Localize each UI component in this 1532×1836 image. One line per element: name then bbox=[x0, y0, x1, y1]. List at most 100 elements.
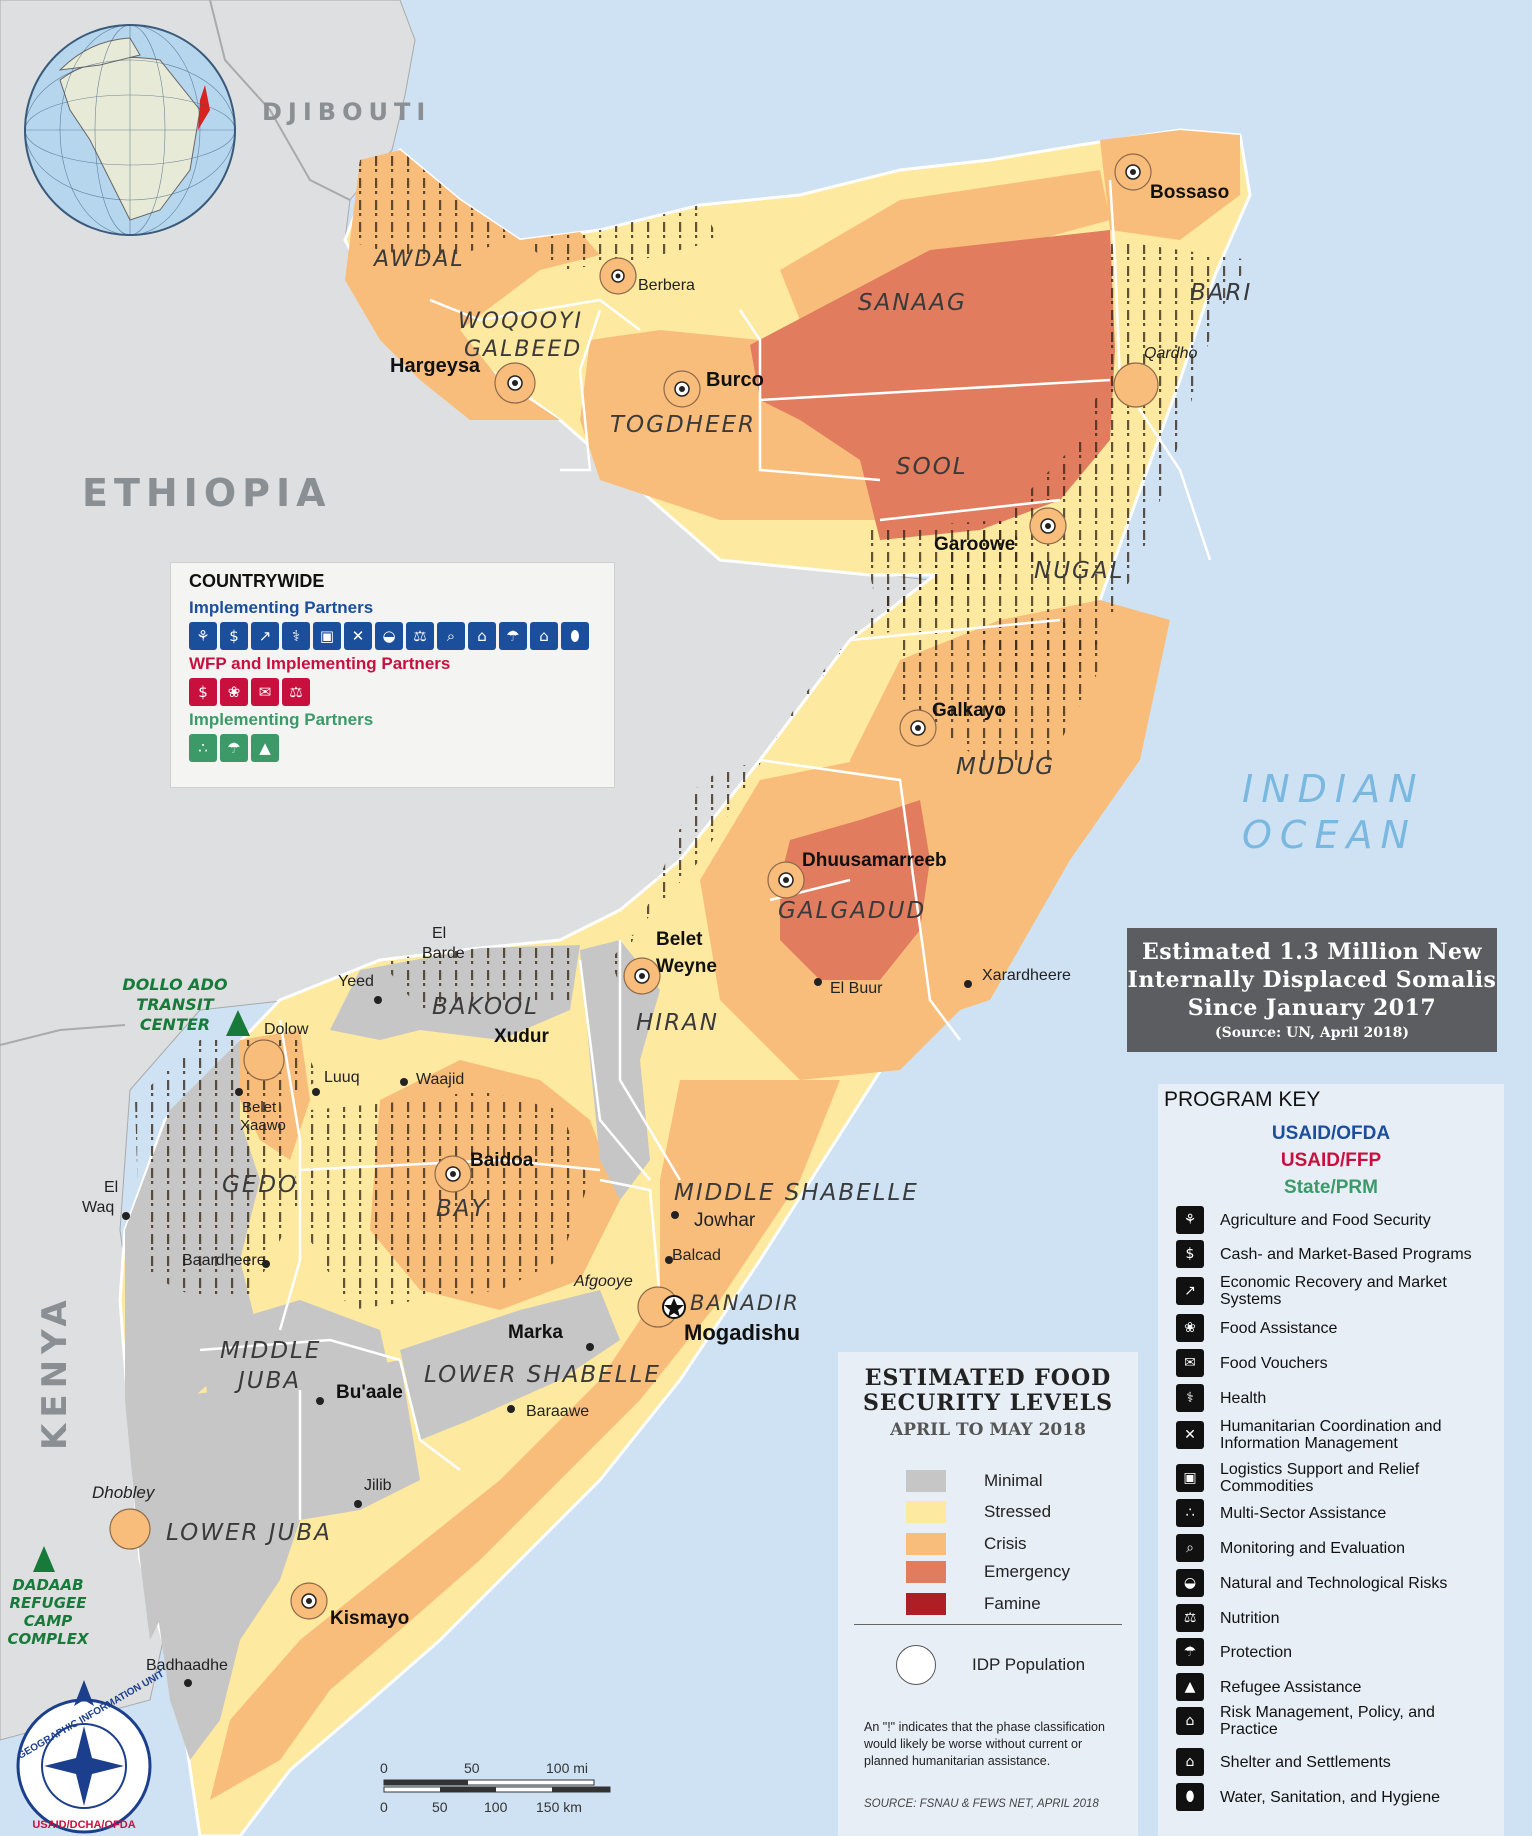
key-nutrition: ⚖Nutrition bbox=[1176, 1604, 1280, 1632]
country-label-ethiopia: ETHIOPIA bbox=[82, 471, 332, 515]
legend-item-minimal: Minimal bbox=[906, 1470, 1043, 1492]
city-belet-weyne-2: Weyne bbox=[656, 956, 717, 977]
crisis-coast-south bbox=[210, 1080, 840, 1800]
region-togdheer: TOGDHEER bbox=[610, 412, 756, 438]
nutrition-icon: ⚖ bbox=[282, 678, 310, 706]
legend-label-famine: Famine bbox=[984, 1594, 1041, 1613]
monitoring-icon: ⌕ bbox=[437, 622, 465, 650]
cash-icon: $ bbox=[189, 678, 217, 706]
region-banadir: BANADIR bbox=[690, 1291, 800, 1315]
protection-icon: ☂ bbox=[1176, 1638, 1204, 1666]
agency-ofda: USAID/OFDA bbox=[1271, 1123, 1391, 1144]
natural-risk-icon: ◒ bbox=[1176, 1569, 1204, 1597]
scale-km-50: 50 bbox=[432, 1799, 448, 1815]
city-belet-weyne-1: Belet bbox=[656, 929, 703, 950]
region-bakool: BAKOOL bbox=[432, 994, 539, 1020]
legend-label-minimal: Minimal bbox=[984, 1471, 1043, 1490]
multi-sector-icon: ∴ bbox=[1176, 1499, 1204, 1527]
country-label-djibouti: DJIBOUTI bbox=[262, 98, 431, 126]
emergency-sool-sanaag bbox=[750, 230, 1115, 540]
prm-icon-row: ∴ ☂ ▲ bbox=[189, 734, 604, 762]
shelter-icon: ⌂ bbox=[1176, 1748, 1204, 1776]
region-sanaag: SANAAG bbox=[858, 290, 967, 316]
region-lower-shabelle: LOWER SHABELLE bbox=[424, 1362, 661, 1388]
idp-dhobley bbox=[109, 1508, 151, 1550]
legend-title-2: SECURITY LEVELS bbox=[862, 1390, 1114, 1416]
key-natural-risk: ◒Natural and Technological Risks bbox=[1176, 1569, 1447, 1597]
legend-swatch-famine bbox=[906, 1593, 946, 1615]
hatch-gedo bbox=[135, 1040, 320, 1300]
scale-mi-0: 0 bbox=[380, 1760, 388, 1776]
economic-icon: ↗ bbox=[1176, 1277, 1204, 1305]
town-el-barde-2: Barde bbox=[422, 945, 465, 962]
hatch-galkayo-mudug bbox=[900, 620, 1110, 760]
idp-line-1: Estimated 1.3 Million New bbox=[1142, 939, 1482, 965]
idp-source: (Source: UN, April 2018) bbox=[1214, 1025, 1410, 1041]
key-multi-sector: ∴Multi-Sector Assistance bbox=[1176, 1499, 1386, 1527]
program-key: PROGRAM KEY USAID/OFDA USAID/FFP State/P… bbox=[1158, 1084, 1504, 1836]
region-middle-juba-1: MIDDLE bbox=[220, 1338, 321, 1364]
kenya-border bbox=[0, 1024, 126, 1046]
town-yeed: Yeed bbox=[338, 973, 374, 990]
ffp-partners-label: WFP and Implementing Partners bbox=[189, 654, 451, 673]
legend-item-stressed: Stressed bbox=[906, 1501, 1051, 1523]
agency-ffp: USAID/FFP bbox=[1280, 1150, 1382, 1171]
key-shelter: ⌂Shelter and Settlements bbox=[1176, 1748, 1391, 1776]
city-buaale: Bu'aale bbox=[336, 1382, 403, 1403]
food-vouchers-icon: ✉ bbox=[251, 678, 279, 706]
hatch-bari-nugal bbox=[610, 240, 1250, 1010]
town-el-barde-1: El bbox=[432, 925, 446, 942]
key-cash: $Cash- and Market-Based Programs bbox=[1176, 1240, 1472, 1268]
natural-risk-icon: ◒ bbox=[375, 622, 403, 650]
coordination-icon: ✕ bbox=[344, 622, 372, 650]
ffp-icon-row: $ ❀ ✉ ⚖ bbox=[189, 678, 604, 706]
health-icon: ⚕ bbox=[1176, 1384, 1204, 1412]
risk-management-icon: ⌂ bbox=[1176, 1707, 1204, 1735]
emergency-galgadud bbox=[780, 800, 930, 980]
idp-estimate-box: Estimated 1.3 Million New Internally Dis… bbox=[1127, 928, 1497, 1052]
program-key-agencies: USAID/OFDA USAID/FFP State/PRM bbox=[1158, 1120, 1504, 1201]
economic-icon: ↗ bbox=[251, 622, 279, 650]
dollo-ado-line1: DOLLO ADO bbox=[122, 975, 228, 994]
water-icon: ⬮ bbox=[561, 622, 589, 650]
dadaab-label: DADAAB REFUGEE CAMP COMPLEX bbox=[7, 1576, 89, 1648]
town-baardheere: Baardheere bbox=[182, 1252, 266, 1269]
food-security-legend: ESTIMATED FOOD SECURITY LEVELS APRIL TO … bbox=[838, 1352, 1138, 1836]
ocean-label-line2: OCEAN bbox=[1242, 813, 1417, 857]
legend-note: An "!" indicates that the phase classifi… bbox=[864, 1720, 1105, 1768]
town-afgooye: Afgooye bbox=[573, 1273, 633, 1290]
minimal-lower-juba bbox=[150, 1360, 420, 1760]
dadaab-line2: REFUGEE bbox=[9, 1594, 87, 1612]
dadaab-line4: COMPLEX bbox=[7, 1630, 89, 1648]
countrywide-panel: COUNTRYWIDE Implementing Partners ⚘ $ ↗ … bbox=[170, 562, 615, 788]
region-gedo: GEDO bbox=[222, 1172, 298, 1198]
town-dolow: Dolow bbox=[264, 1021, 309, 1038]
town-xarardheere: Xarardheere bbox=[982, 967, 1071, 984]
dadaab-tent-icon bbox=[33, 1546, 55, 1572]
town-qardho: Qardho bbox=[1144, 345, 1197, 362]
water-icon: ⬮ bbox=[1176, 1783, 1204, 1811]
scale-km-0: 0 bbox=[380, 1799, 388, 1815]
nutrition-icon: ⚖ bbox=[1176, 1604, 1204, 1632]
city-dhuusamarreeb: Dhuusamarreeb bbox=[802, 850, 947, 871]
countrywide-title: COUNTRYWIDE bbox=[189, 571, 325, 591]
key-protection: ☂Protection bbox=[1176, 1638, 1292, 1666]
region-woqooyi-1: WOQOOYI bbox=[458, 309, 583, 334]
dollo-ado-line2: TRANSIT bbox=[136, 995, 214, 1014]
town-el-waq-2: Waq bbox=[82, 1199, 114, 1216]
hatch-bakool bbox=[380, 948, 570, 1010]
city-kismayo: Kismayo bbox=[330, 1608, 409, 1629]
key-water: ⬮Water, Sanitation, and Hygiene bbox=[1176, 1783, 1440, 1811]
legend-label-stressed: Stressed bbox=[984, 1502, 1052, 1521]
key-coordination: ✕Humanitarian Coordination and Informati… bbox=[1176, 1418, 1460, 1452]
agency-prm: State/PRM bbox=[1284, 1177, 1378, 1198]
refugee-icon: ▲ bbox=[1176, 1673, 1204, 1701]
legend-idp-label: IDP Population bbox=[972, 1655, 1086, 1674]
scale-km-100: 100 bbox=[484, 1799, 508, 1815]
djibouti-border bbox=[209, 0, 351, 201]
food-vouchers-icon: ✉ bbox=[1176, 1349, 1204, 1377]
dollo-ado-label: DOLLO ADO TRANSIT CENTER bbox=[122, 975, 228, 1034]
legend-title-1: ESTIMATED FOOD bbox=[864, 1365, 1112, 1391]
legend-item-famine: Famine bbox=[906, 1593, 1041, 1615]
